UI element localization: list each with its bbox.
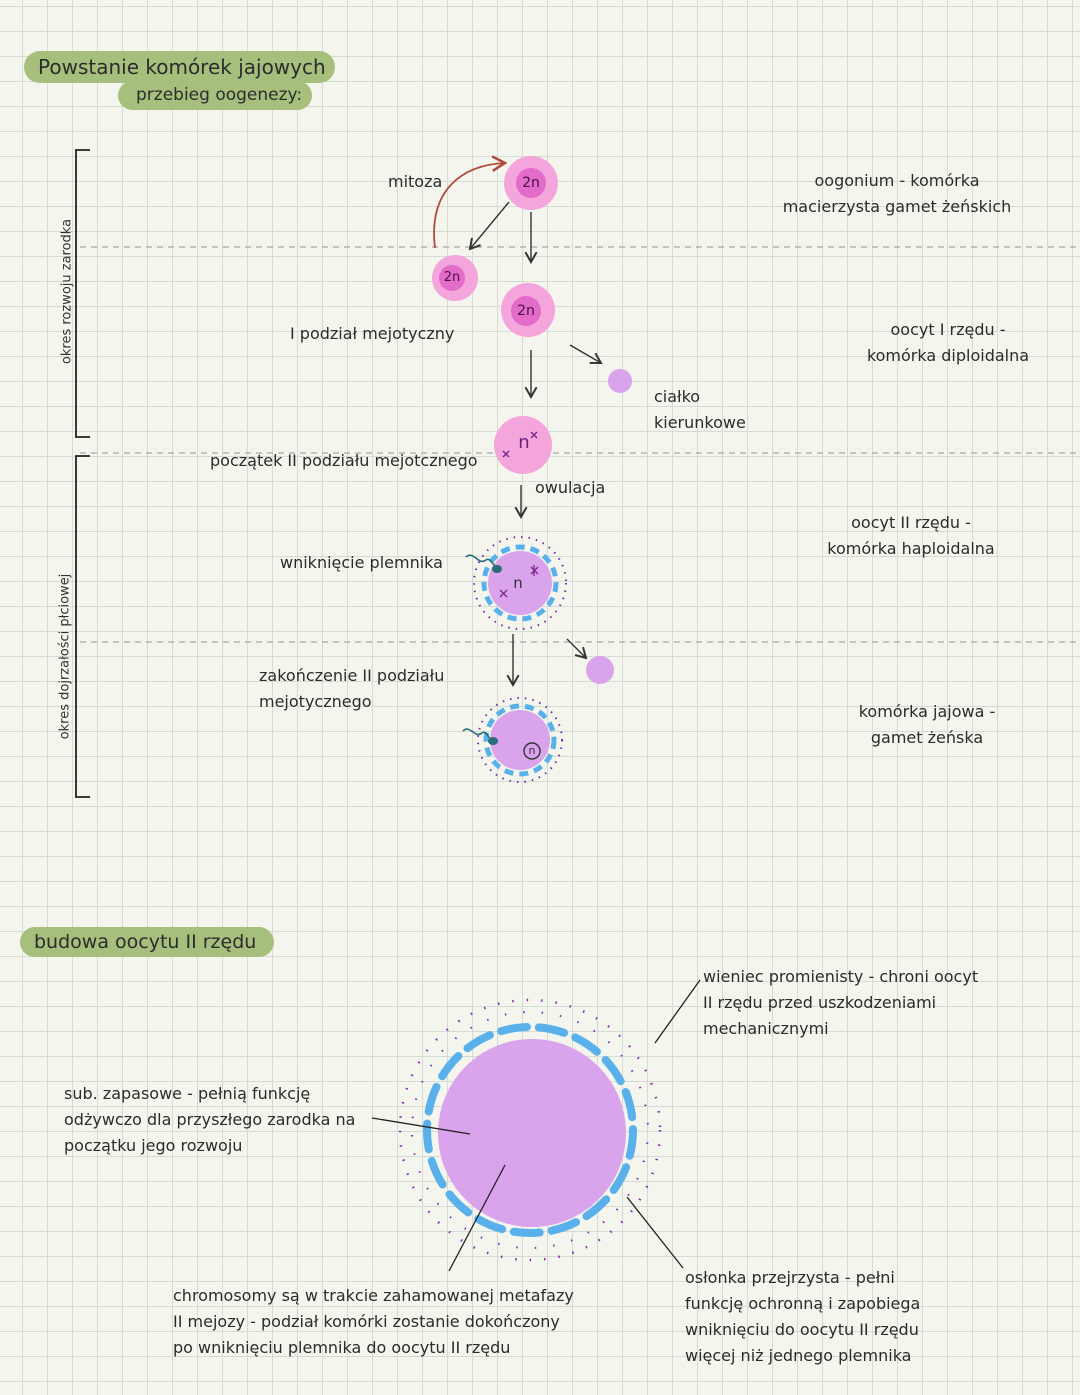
zona-pellucida-description: funkcję ochronną i zapobiega: [685, 1294, 921, 1313]
cell-label: 2n: [522, 175, 540, 191]
arrow: [566, 638, 588, 660]
cell-label: n: [513, 574, 523, 592]
embryo-period-label: okres rozwoju zarodka: [59, 218, 75, 365]
polar-body-second: [586, 656, 614, 684]
corona-radiata-description: wieniec promienisty - chroni oocyt: [703, 967, 979, 986]
corona-radiata-description: mechanicznymi: [703, 1019, 829, 1038]
second-division-end-label: mejotycznego: [259, 692, 372, 711]
zona-pellucida-description: więcej niż jednego plemnika: [685, 1346, 912, 1365]
arrow: [569, 344, 603, 364]
oogonium-cell: [504, 156, 558, 210]
oogonium-daughter-cell: [432, 255, 478, 301]
oogonium-description: oogonium - komórka: [814, 171, 980, 190]
polar-body: [608, 369, 632, 393]
corona-radiata-description: II rzędu przed uszkodzeniami: [703, 993, 937, 1012]
yolk-description: początku jego rozwoju: [64, 1136, 243, 1155]
primary-oocyte-cell: [501, 283, 555, 337]
bracket-embryo: [75, 149, 90, 438]
sperm-entry-label: wniknięcie plemnika: [280, 553, 443, 572]
cell-label: n: [518, 432, 530, 453]
second-division-end-label: zakończenie II podziału: [259, 666, 445, 685]
chromosome-description: II mejozy - podział komórki zostanie dok…: [173, 1312, 560, 1331]
secondary-oocyte-cell: [494, 416, 552, 474]
page-title: Powstanie komórek jajowych: [24, 51, 335, 83]
page-subtitle: przebieg oogenezy:: [118, 81, 313, 110]
sperm-entry-cell: [465, 536, 567, 630]
polar-body-label: kierunkowe: [654, 413, 746, 432]
egg-cell-description: komórka jajowa -: [858, 702, 996, 721]
cell-label: 2n: [443, 270, 461, 285]
second-division-start-label: początek II podziału mejotcznego: [210, 451, 478, 470]
polar-body-label: ciałko: [654, 387, 701, 406]
oogonium-description: macierzysta gamet żeńskich: [782, 197, 1012, 216]
arrow: [468, 201, 510, 251]
chromosome-description: chromosomy są w trakcie zahamowanej meta…: [173, 1286, 574, 1305]
ovulation-label: owulacja: [535, 478, 606, 497]
chromosome-description: po wniknięciu plemnika do oocytu II rzęd…: [173, 1338, 511, 1357]
zona-pellucida-description: wniknięciu do oocytu II rzędu: [685, 1320, 919, 1339]
zona-pellucida-description: osłonka przejrzysta - pełni: [685, 1268, 895, 1287]
oocyte-structure-illustration: [371, 979, 701, 1272]
cell-label: n: [528, 744, 536, 757]
egg-cell: [462, 697, 563, 783]
structure-heading: budowa oocytu II rzędu: [20, 927, 275, 957]
first-meiotic-division-label: I podział mejotyczny: [290, 324, 455, 343]
fertility-period-label: okres dojrzałości płciowej: [57, 573, 73, 740]
secondary-oocyte-description: komórka haploidalna: [827, 539, 995, 558]
cell-label: 2n: [517, 303, 535, 319]
secondary-oocyte-description: oocyt II rzędu -: [851, 513, 971, 532]
primary-oocyte-description: oocyt I rzędu -: [890, 320, 1006, 339]
primary-oocyte-description: komórka diploidalna: [866, 346, 1030, 365]
bracket-fertility: [75, 455, 90, 798]
yolk-description: odżywczo dla przyszłego zarodka na: [64, 1110, 356, 1129]
yolk-description: sub. zapasowe - pełnią funkcję: [64, 1084, 311, 1103]
mitosis-arrow: [433, 155, 508, 249]
egg-cell-description: gamet żeńska: [870, 728, 984, 747]
mitosis-label: mitoza: [388, 172, 443, 191]
